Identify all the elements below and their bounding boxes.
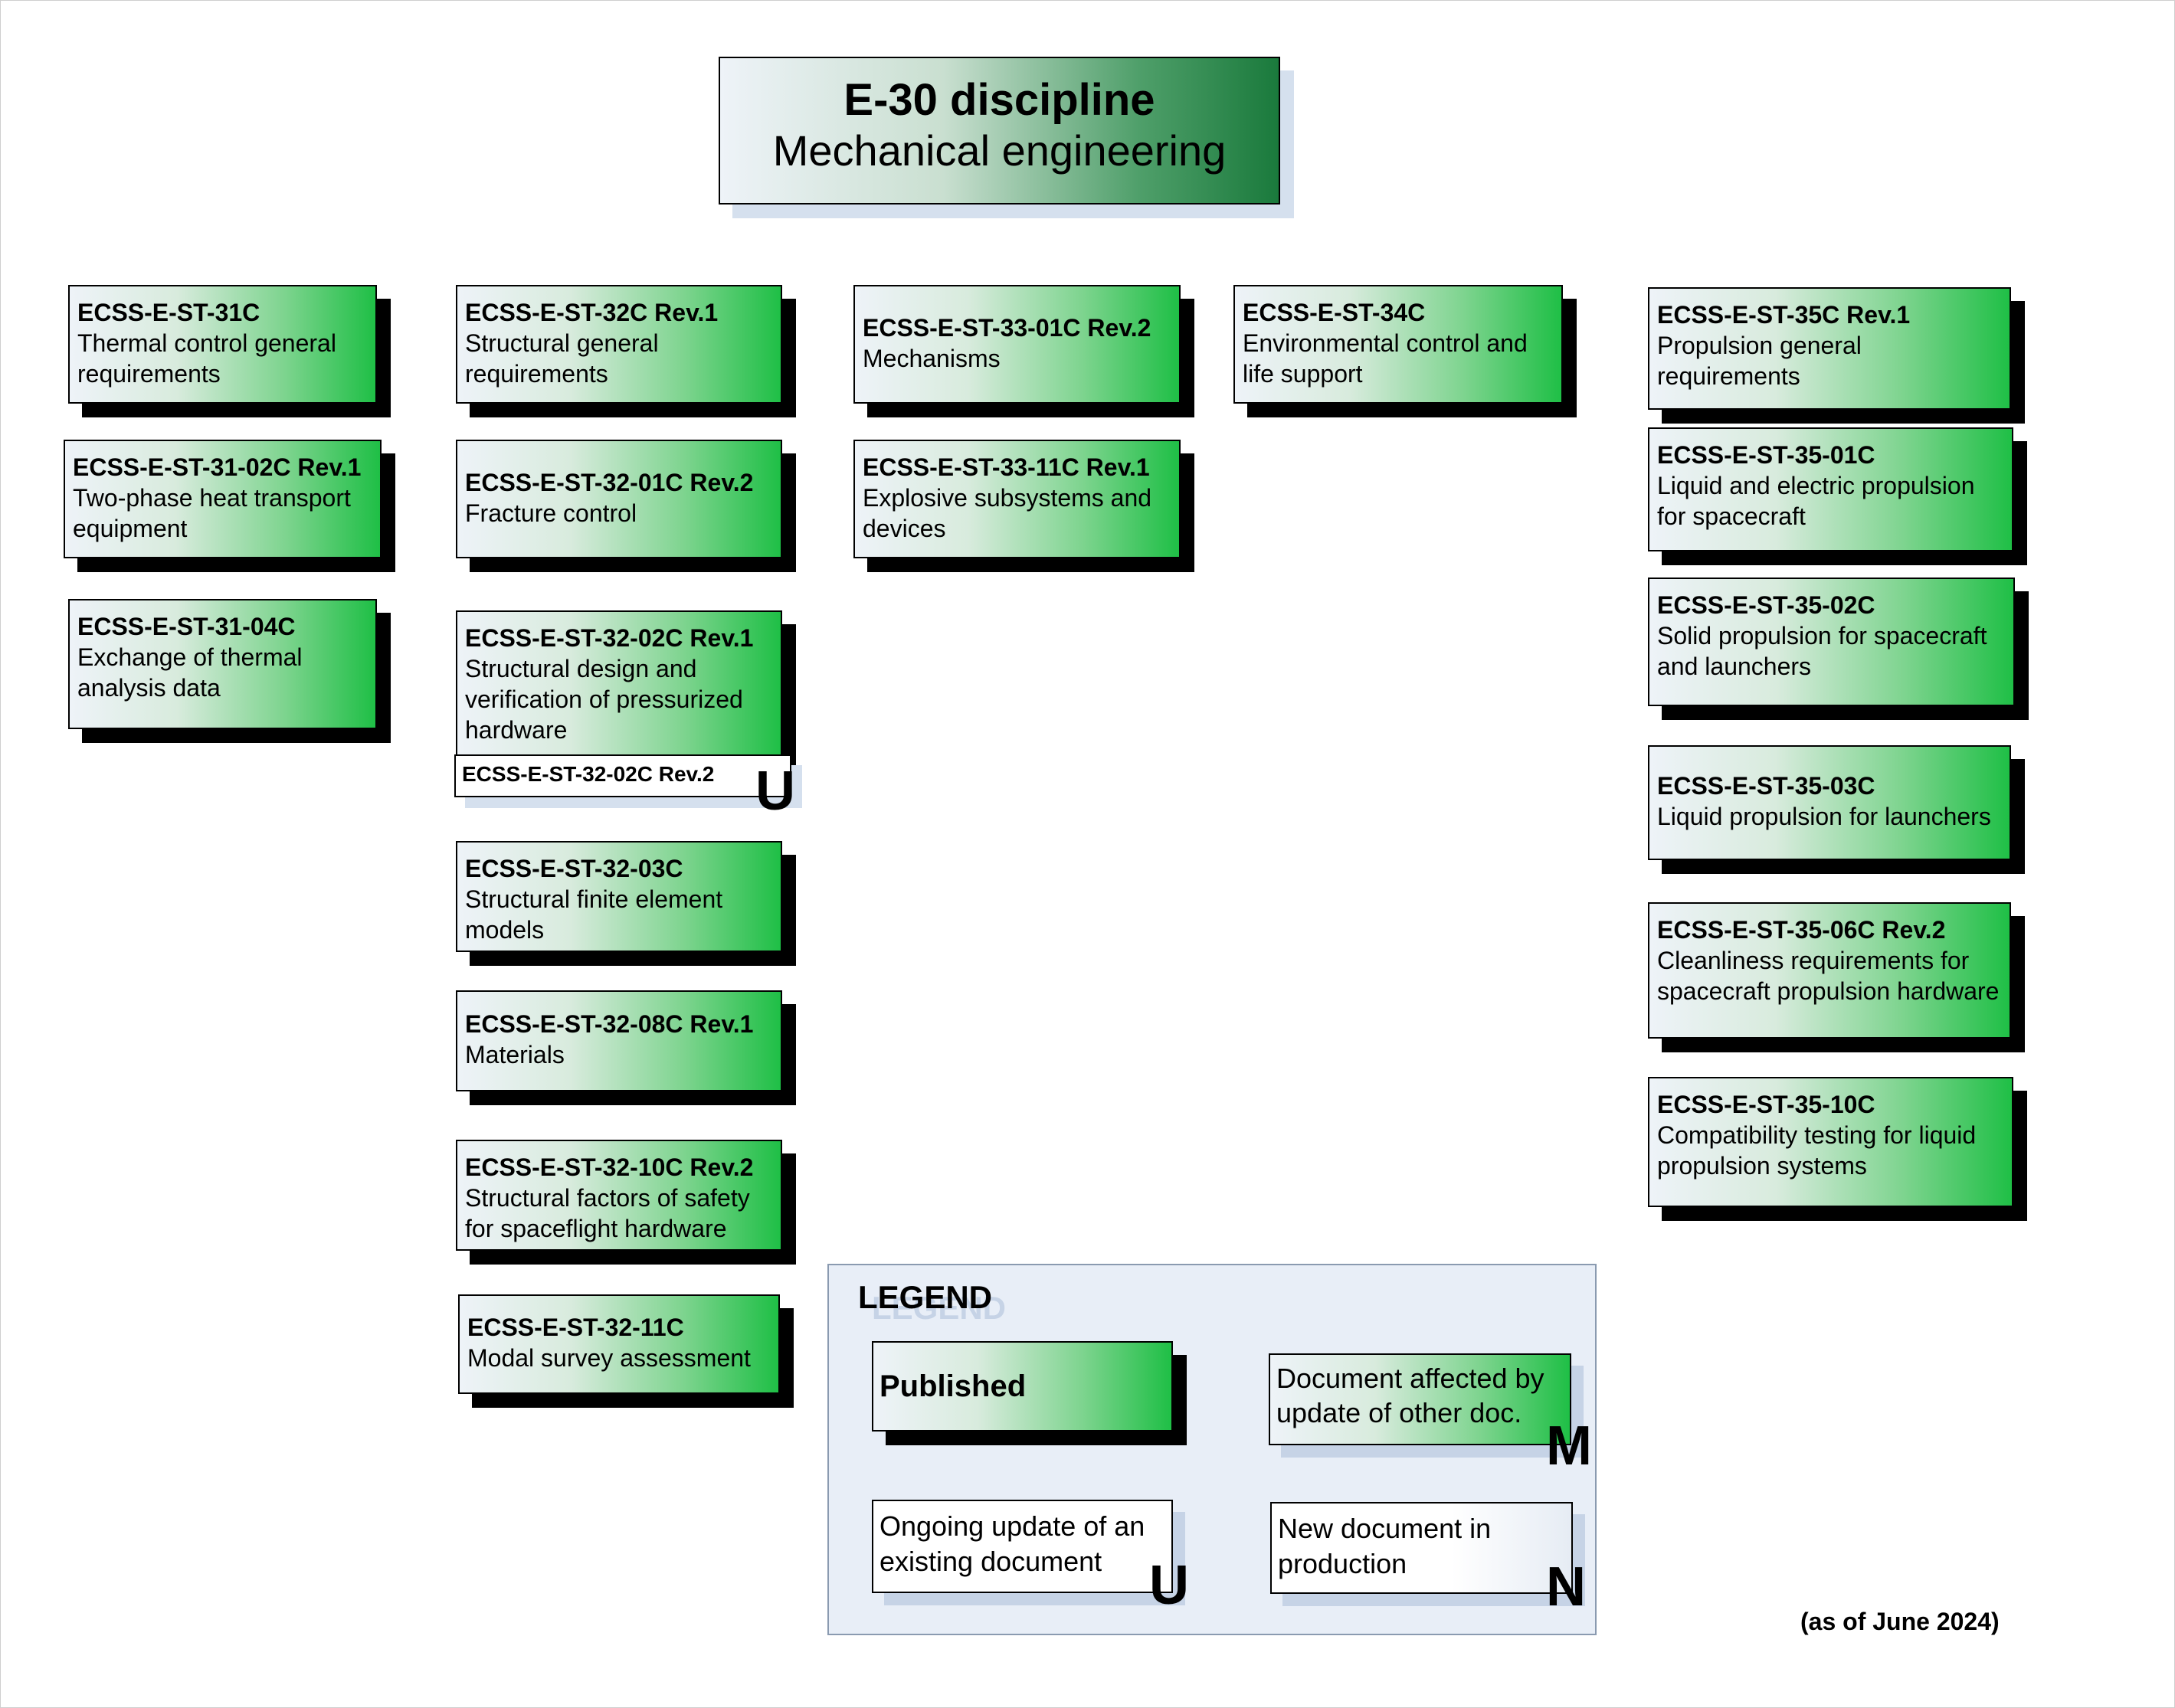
doc-code: ECSS-E-ST-35-02C <box>1657 591 1875 619</box>
doc-title: Environmental control and life support <box>1243 329 1528 388</box>
doc-box-33-01c[interactable]: ECSS-E-ST-33-01C Rev.2 Mechanisms <box>853 285 1181 404</box>
legend-affected-label: Document affected by update of other doc… <box>1276 1363 1544 1428</box>
doc-title: Structural finite element models <box>465 885 723 944</box>
legend-marker-n: N <box>1546 1556 1586 1618</box>
legend-ongoing-label: Ongoing update of an existing document <box>879 1510 1145 1577</box>
doc-title: Solid propulsion for spacecraft and laun… <box>1657 622 1987 680</box>
doc-title: Mechanisms <box>863 344 1001 372</box>
doc-code: ECSS-E-ST-31-04C <box>77 613 296 640</box>
doc-title: Fracture control <box>465 499 637 527</box>
legend-title-shadow: LEGEND <box>872 1290 1007 1326</box>
discipline-name: Mechanical engineering <box>772 126 1227 175</box>
doc-code: ECSS-E-ST-33-11C Rev.1 <box>863 453 1150 481</box>
doc-box-32-01c[interactable]: ECSS-E-ST-32-01C Rev.2 Fracture control <box>456 440 782 558</box>
doc-title: Liquid propulsion for launchers <box>1657 803 1991 830</box>
update-box-32-02c-rev2[interactable]: ECSS-E-ST-32-02C Rev.2 <box>454 754 791 797</box>
doc-code: ECSS-E-ST-32-02C Rev.1 <box>465 624 754 652</box>
doc-box-35-10c[interactable]: ECSS-E-ST-35-10C Compatibility testing f… <box>1648 1077 2013 1207</box>
doc-title: Structural factors of safety for spacefl… <box>465 1184 750 1242</box>
legend-published-box: Published <box>872 1341 1173 1432</box>
legend-affected-box: Document affected by update of other doc… <box>1269 1353 1571 1445</box>
doc-title: Cleanliness requirements for spacecraft … <box>1657 947 2000 1005</box>
doc-code: ECSS-E-ST-31-02C Rev.1 <box>73 453 362 481</box>
doc-code: ECSS-E-ST-32C Rev.1 <box>465 299 719 326</box>
doc-box-34c[interactable]: ECSS-E-ST-34C Environmental control and … <box>1233 285 1563 404</box>
discipline-code: E-30 discipline <box>843 75 1155 125</box>
doc-box-33-11c[interactable]: ECSS-E-ST-33-11C Rev.1 Explosive subsyst… <box>853 440 1181 558</box>
doc-title: Structural design and verification of pr… <box>465 655 743 744</box>
doc-code: ECSS-E-ST-32-03C <box>465 855 683 882</box>
legend-new-label: New document in production <box>1278 1513 1492 1579</box>
doc-title: Explosive subsystems and devices <box>863 484 1152 542</box>
doc-title: Liquid and electric propulsion for space… <box>1657 472 1975 530</box>
doc-code: ECSS-E-ST-35-01C <box>1657 441 1875 469</box>
update-doc-code: ECSS-E-ST-32-02C Rev.2 <box>462 762 715 786</box>
doc-box-32-03c[interactable]: ECSS-E-ST-32-03C Structural finite eleme… <box>456 841 782 952</box>
doc-code: ECSS-E-ST-33-01C Rev.2 <box>863 313 1151 342</box>
legend-marker-u: U <box>1149 1555 1189 1616</box>
doc-title: Two-phase heat transport equipment <box>73 484 351 542</box>
doc-box-35c[interactable]: ECSS-E-ST-35C Rev.1 Propulsion general r… <box>1648 287 2011 410</box>
legend-new-box: New document in production <box>1270 1502 1573 1594</box>
doc-box-32-02c[interactable]: ECSS-E-ST-32-02C Rev.1 Structural design… <box>456 610 782 760</box>
legend-published-label: Published <box>879 1369 1027 1403</box>
doc-box-35-03c[interactable]: ECSS-E-ST-35-03C Liquid propulsion for l… <box>1648 745 2011 860</box>
legend-ongoing-box: Ongoing update of an existing document <box>872 1500 1173 1593</box>
doc-code: ECSS-E-ST-35-06C Rev.2 <box>1657 916 1946 944</box>
doc-box-32c[interactable]: ECSS-E-ST-32C Rev.1 Structural general r… <box>456 285 782 404</box>
doc-code: ECSS-E-ST-32-01C Rev.2 <box>465 468 754 496</box>
doc-title: Exchange of thermal analysis data <box>77 643 303 702</box>
doc-code: ECSS-E-ST-32-08C Rev.1 <box>465 1010 754 1038</box>
doc-title: Modal survey assessment <box>467 1344 751 1372</box>
doc-box-31c[interactable]: ECSS-E-ST-31C Thermal control general re… <box>68 285 377 404</box>
legend-title: LEGEND <box>858 1279 993 1315</box>
doc-title: Thermal control general requirements <box>77 329 336 388</box>
doc-box-35-06c[interactable]: ECSS-E-ST-35-06C Rev.2 Cleanliness requi… <box>1648 902 2011 1039</box>
legend-panel: LEGEND LEGEND Published Document affecte… <box>827 1264 1597 1635</box>
doc-code: ECSS-E-ST-35-03C <box>1657 772 1875 800</box>
doc-box-32-08c[interactable]: ECSS-E-ST-32-08C Rev.1 Materials <box>456 990 782 1091</box>
doc-title: Propulsion general requirements <box>1657 332 1862 390</box>
doc-code: ECSS-E-ST-31C <box>77 299 260 326</box>
doc-box-32-10c[interactable]: ECSS-E-ST-32-10C Rev.2 Structural factor… <box>456 1140 782 1251</box>
doc-box-35-01c[interactable]: ECSS-E-ST-35-01C Liquid and electric pro… <box>1648 427 2013 551</box>
as-of-date: (as of June 2024) <box>1800 1608 2000 1635</box>
legend-marker-m: M <box>1546 1415 1592 1477</box>
doc-title: Compatibility testing for liquid propuls… <box>1657 1121 1977 1180</box>
doc-box-32-11c[interactable]: ECSS-E-ST-32-11C Modal survey assessment <box>458 1294 780 1394</box>
doc-title: Materials <box>465 1041 565 1068</box>
doc-code: ECSS-E-ST-34C <box>1243 299 1426 326</box>
doc-code: ECSS-E-ST-35-10C <box>1657 1091 1875 1118</box>
doc-box-35-02c[interactable]: ECSS-E-ST-35-02C Solid propulsion for sp… <box>1648 578 2015 706</box>
update-marker-u: U <box>755 761 795 822</box>
doc-code: ECSS-E-ST-35C Rev.1 <box>1657 301 1911 329</box>
doc-title: Structural general requirements <box>465 329 659 388</box>
discipline-title-box: E-30 discipline Mechanical engineering <box>719 57 1280 205</box>
doc-box-31-04c[interactable]: ECSS-E-ST-31-04C Exchange of thermal ana… <box>68 599 377 729</box>
doc-box-31-02c[interactable]: ECSS-E-ST-31-02C Rev.1 Two-phase heat tr… <box>64 440 382 558</box>
doc-code: ECSS-E-ST-32-11C <box>467 1314 684 1341</box>
doc-code: ECSS-E-ST-32-10C Rev.2 <box>465 1153 754 1181</box>
